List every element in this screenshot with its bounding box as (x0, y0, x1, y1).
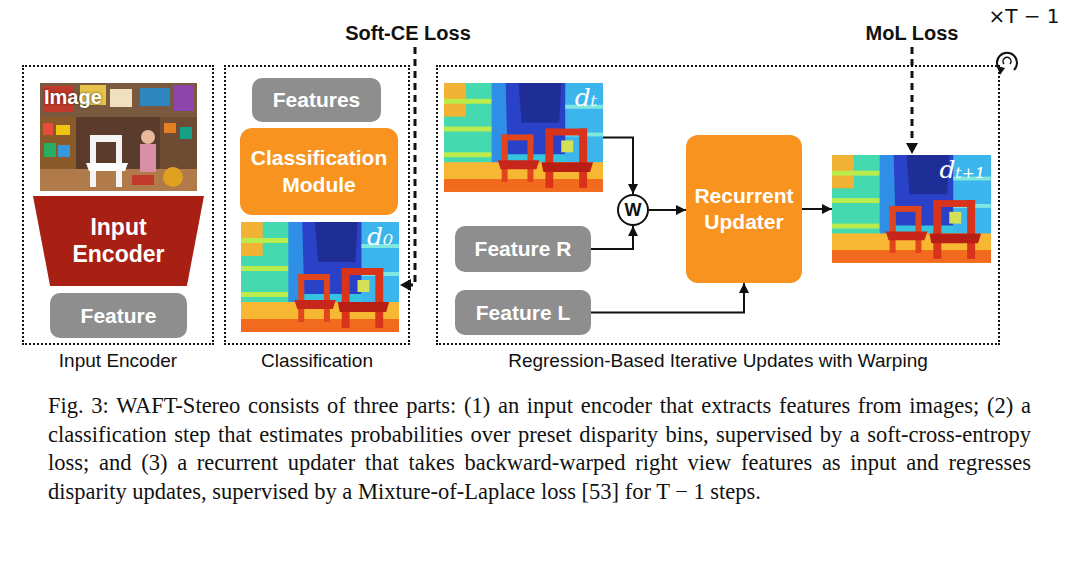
art-rect (160, 117, 197, 169)
feature-box: Features (252, 78, 381, 122)
art-rect (180, 127, 192, 139)
art-rect (44, 143, 56, 157)
art-rect (90, 135, 122, 142)
art-rect (43, 123, 53, 135)
module-box: Recurrent Updater (686, 135, 802, 283)
node-text: Input Encoder (0, 350, 252, 372)
input-photo (40, 83, 197, 191)
art-rect (140, 88, 170, 106)
flow-arrow (603, 138, 633, 195)
art-rect (174, 85, 194, 111)
disparity-image (444, 83, 603, 192)
art-circle (141, 130, 155, 144)
flow-arrow (649, 209, 686, 211)
dashed-panel: FeaturesClassification Moduled₀Classific… (224, 65, 410, 345)
node-text: dₜ (575, 83, 597, 112)
art-rect (110, 89, 132, 107)
dashed-panel: dₜW Feature R Recurrent Updater dₜ₊₁ Feature… (436, 65, 1000, 345)
figure-caption: Fig. 3: WAFT-Stereo consists of three pa… (48, 392, 1031, 506)
node-text: Feature (81, 304, 157, 328)
node-text: Features (273, 88, 361, 112)
loss-leader (911, 47, 914, 144)
art-rect (58, 145, 70, 157)
flow-arrow (802, 208, 832, 210)
feature-box: Feature L (455, 290, 591, 335)
node-text: Input Encoder (59, 214, 179, 268)
disparity-map: d₀ (241, 222, 399, 332)
art-rect (90, 135, 96, 187)
repeat-label: ×T − 1 (988, 4, 1059, 28)
loss-arrowhead (906, 143, 918, 154)
disparity-map: dₜ (444, 83, 603, 192)
node-text: Image (44, 86, 102, 109)
node-text: Recurrent Updater (690, 183, 798, 236)
disparity-map: dₜ₊₁ (832, 155, 991, 263)
node-text: Classification Module (244, 145, 394, 198)
loss-label: MoL Loss (866, 22, 959, 45)
node-text: Feature R (475, 237, 572, 261)
loop-icon (1003, 57, 1011, 64)
node-text: dₜ₊₁ (940, 155, 985, 184)
art-rect (56, 125, 70, 135)
art-rect (140, 144, 156, 172)
node-text: Regression-Based Iterative Updates with … (398, 350, 1038, 372)
art-rect (116, 135, 122, 187)
module-box: Classification Module (240, 128, 398, 215)
feature-box: Feature R (455, 226, 591, 272)
feature-box: Feature (50, 293, 187, 338)
art-rect (164, 123, 176, 133)
art-polygon (86, 163, 128, 171)
flow-arrow (591, 283, 744, 313)
node-text: d₀ (367, 222, 393, 251)
node-text: Feature L (476, 301, 571, 325)
node-text: Classification (186, 350, 448, 372)
art-rect (40, 83, 197, 191)
art-rect (132, 175, 154, 185)
art-rect (40, 83, 197, 117)
dashed-panel: ImageInput EncoderFeatureInput Encoder (22, 65, 214, 345)
input-image: Image (40, 83, 197, 191)
disparity-image (241, 222, 399, 332)
encoder-trapezoid: Input Encoder (33, 196, 204, 286)
flow-arrow (591, 226, 633, 249)
disparity-image (832, 155, 991, 263)
art-circle (163, 167, 183, 187)
loss-label: Soft-CE Loss (345, 22, 471, 45)
trapezoid-shape (33, 196, 204, 286)
node-text: W (625, 200, 642, 221)
warp-circle: W (617, 194, 649, 226)
